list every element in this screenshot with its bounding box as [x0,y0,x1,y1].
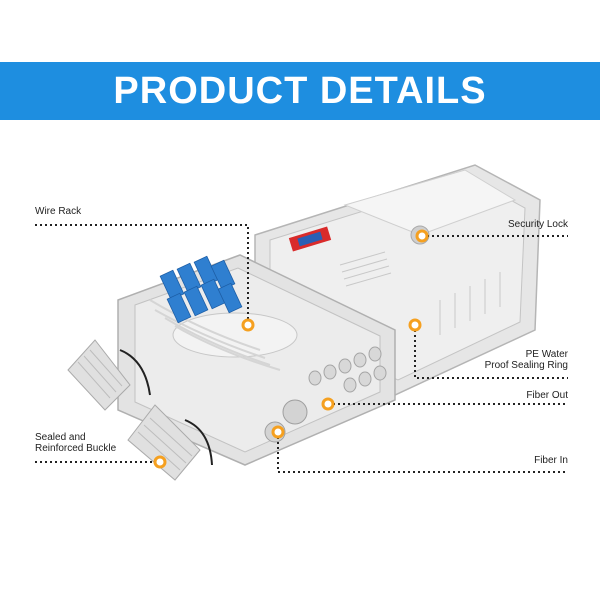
sealed-buckle-label-line1: Sealed and [35,432,86,443]
fiber-out-label: Fiber Out [526,390,568,401]
callout-markers [153,229,429,469]
sealed-buckle-label: Sealed and Reinforced Buckle [35,432,116,454]
sealing-ring-label-line1: PE Water [525,349,568,360]
wire-rack-marker-icon [241,318,255,332]
sealing-ring-label-line2: Proof Sealing Ring [484,360,568,371]
buckle-upper [67,339,151,411]
header-banner: PRODUCT DETAILS [0,62,600,120]
wire-rack-label: Wire Rack [35,206,82,217]
box-base [117,254,396,466]
fiber-in-marker-icon [271,425,285,439]
security-lock-marker-icon [415,229,429,243]
sealing-ring-label: PE Water Proof Sealing Ring [440,349,568,371]
sealing-ring-marker-icon [408,318,422,332]
page-title: PRODUCT DETAILS [113,70,487,112]
fiber-out-marker-icon [321,397,335,411]
sealed-buckle-label-line2: Reinforced Buckle [35,443,117,454]
leader-lines [35,224,568,473]
security-lock-label: Security Lock [507,219,568,230]
fiber-in-label: Fiber In [534,455,568,466]
buckle-marker-icon [153,455,167,469]
